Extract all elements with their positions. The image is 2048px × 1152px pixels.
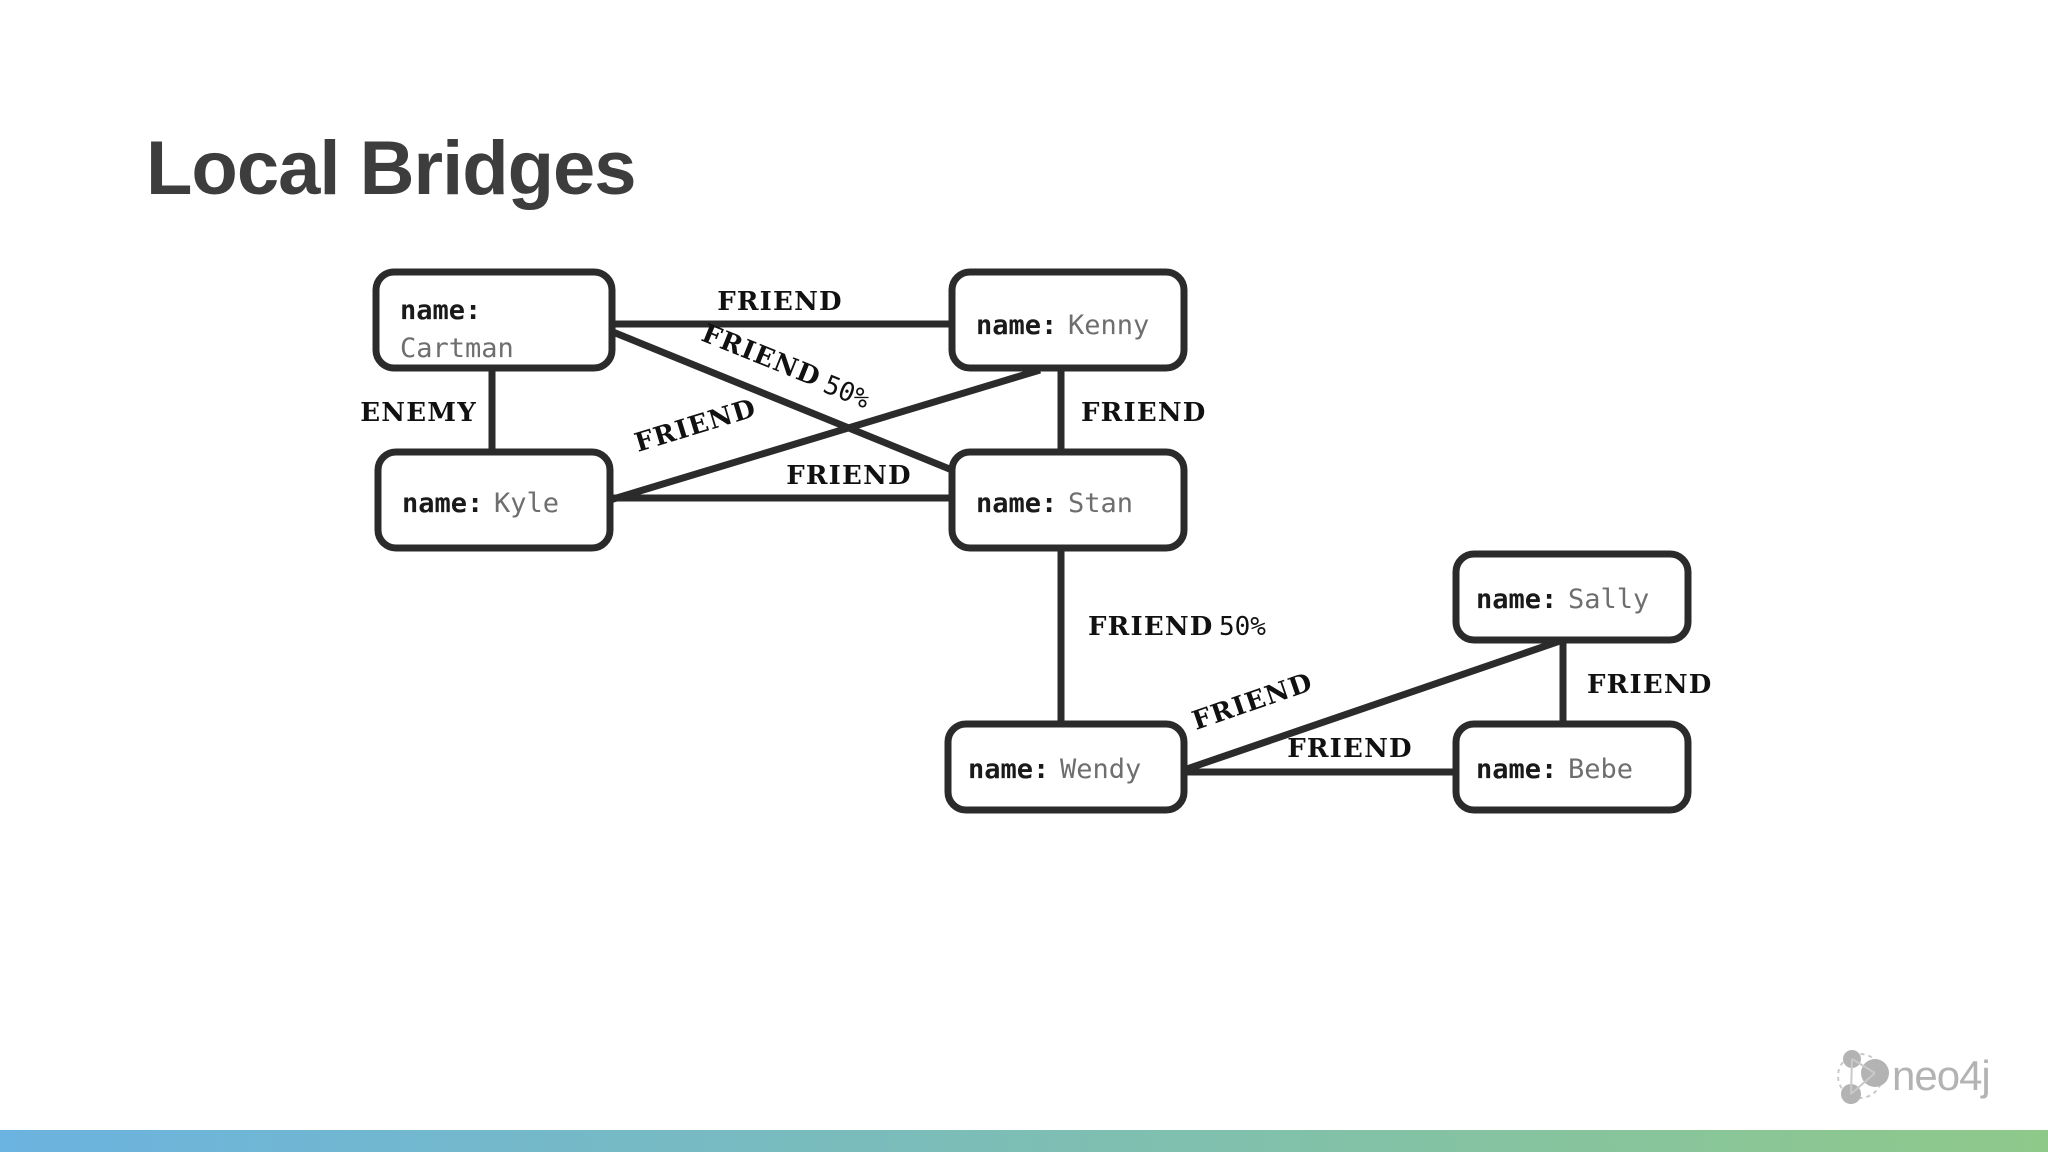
node-kyle[interactable]: name: Kyle	[374, 448, 614, 552]
node-kyle-box	[374, 448, 614, 552]
rel-label-kenny-stan: FRIEND	[1081, 398, 1207, 428]
neo4j-wordmark: neo4j	[1892, 1052, 1990, 1099]
node-kenny-box	[948, 268, 1188, 372]
node-kenny[interactable]: name: Kenny	[948, 268, 1188, 372]
rel-label-group-stan-wendy: FRIEND 50%	[1088, 612, 1266, 642]
edge-cartman-stan	[606, 326, 954, 474]
rel-label-group-wendy-sally: FRIEND	[1189, 667, 1317, 736]
node-wendy-key: name:	[968, 754, 1049, 785]
node-sally-box	[1452, 550, 1692, 644]
rel-label-cartman-kyle: ENEMY	[360, 398, 477, 428]
node-cartman-key: name:	[400, 295, 481, 326]
rel-label-wendy-bebe: FRIEND	[1287, 734, 1413, 764]
node-bebe-value: Bebe	[1568, 754, 1633, 785]
neo4j-mark-icon	[1837, 1050, 1889, 1104]
rel-label-kyle-kenny: FRIEND	[631, 393, 760, 458]
node-wendy[interactable]: name: Wendy	[944, 720, 1188, 814]
rel-label-sally-bebe: FRIEND	[1587, 670, 1713, 700]
node-bebe-box	[1452, 720, 1692, 814]
node-kyle-key: name:	[402, 488, 483, 519]
page-title: Local Bridges	[146, 126, 637, 211]
neo4j-logo: neo4j	[1837, 1050, 1991, 1104]
rel-label-stan-wendy: FRIEND	[1088, 612, 1214, 642]
edge-kyle-kenny	[608, 366, 1042, 504]
node-stan-key: name:	[976, 488, 1057, 519]
rel-label-cartman-kenny: FRIEND	[717, 287, 843, 317]
node-kyle-value: Kyle	[494, 488, 559, 519]
node-cartman[interactable]: name: Cartman	[372, 268, 616, 372]
rel-label-kyle-stan: FRIEND	[786, 461, 912, 491]
node-sally-key: name:	[1476, 584, 1557, 615]
rel-label-group-kyle-kenny: FRIEND	[631, 393, 760, 458]
node-stan-box	[948, 448, 1188, 552]
node-kenny-key: name:	[976, 310, 1057, 341]
node-wendy-box	[944, 720, 1188, 814]
node-cartman-value: Cartman	[400, 333, 514, 364]
node-stan-value: Stan	[1068, 488, 1133, 519]
node-cartman-box	[372, 268, 616, 372]
edge-wendy-sally	[1176, 636, 1565, 776]
node-sally-value: Sally	[1568, 584, 1649, 615]
footer-gradient-bar	[0, 1130, 2048, 1152]
rel-label-stan-wendy-percent: 50%	[1219, 612, 1266, 642]
node-sally[interactable]: name: Sally	[1452, 550, 1692, 644]
node-bebe-key: name:	[1476, 754, 1557, 785]
rel-label-cartman-stan: FRIEND	[697, 319, 825, 394]
node-wendy-value: Wendy	[1060, 754, 1141, 785]
node-kenny-value: Kenny	[1068, 310, 1149, 341]
node-bebe[interactable]: name: Bebe	[1452, 720, 1692, 814]
rel-label-cartman-stan-percent: 50%	[819, 370, 874, 416]
node-stan[interactable]: name: Stan	[948, 448, 1188, 552]
rel-label-wendy-sally: FRIEND	[1189, 667, 1317, 736]
